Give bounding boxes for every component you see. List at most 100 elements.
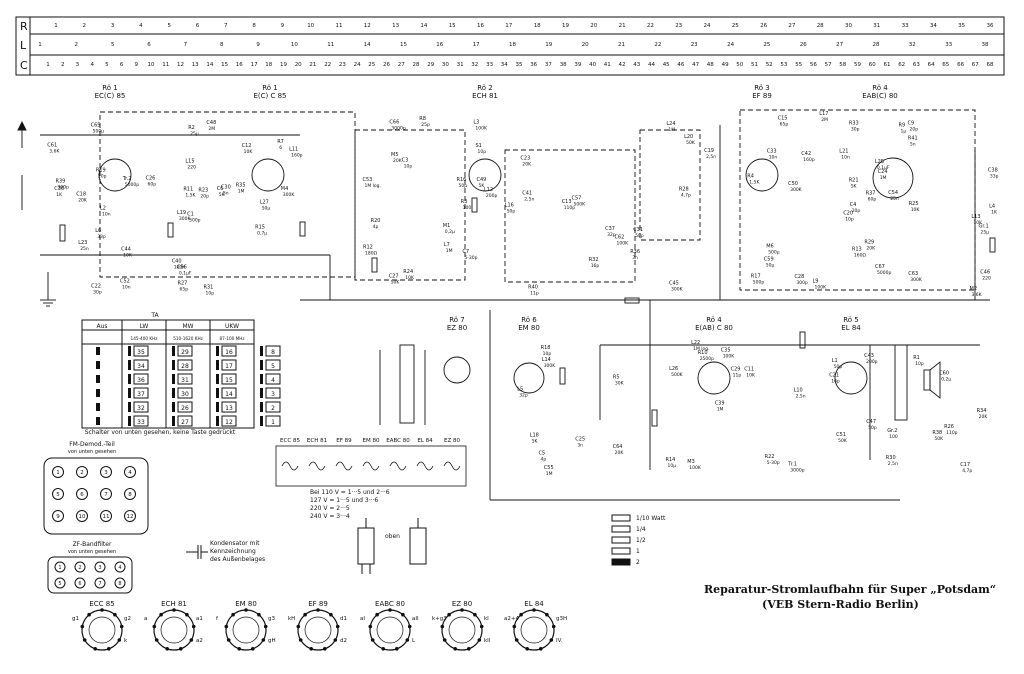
scale-l-number-15: 20: [582, 42, 589, 48]
socket-pin-label: g3: [268, 616, 275, 622]
component-designator: L25: [875, 159, 884, 165]
tube-socket-pin: [316, 608, 320, 612]
switch-contact-cell: [177, 345, 193, 357]
component-designator: R27: [178, 280, 188, 286]
resistor-r13: [624, 297, 640, 304]
component-designator: C17: [960, 462, 970, 468]
component-value: 50K: [838, 438, 848, 444]
switch-contact-marker: [260, 360, 263, 370]
zf-band-pin: [54, 577, 66, 589]
component-designator: R20: [371, 218, 381, 224]
scale-c-number-15: 18: [265, 62, 272, 68]
fm-demod-pin: [52, 488, 64, 500]
wattage-resistor-symbol: [611, 525, 631, 533]
tube-socket-pin: [407, 624, 412, 629]
resistor-r8: [471, 197, 478, 213]
tube-eabc80-af: [697, 361, 731, 395]
component-value: 100K: [475, 126, 488, 132]
switch-contact-cell: [221, 345, 237, 357]
voltage-selector-line: 220 V = 2···5: [310, 505, 350, 512]
socket-pin-label: a2: [196, 638, 203, 644]
component-designator: Gr.2: [887, 428, 897, 434]
tube-4b-type: E(AB) C 80: [695, 324, 733, 332]
scale-c-number-64: 68: [987, 62, 994, 68]
component-value: 4,7p: [681, 193, 691, 199]
socket-pin-label: L: [412, 638, 416, 644]
resistor-r17: [651, 409, 658, 427]
tube-socket-pin: [257, 612, 261, 617]
tube-socket-pin: [551, 624, 556, 629]
switch-contact-cell: [221, 415, 237, 427]
if-filter-frame-1: [504, 149, 636, 283]
filament-tube-label: EF 89: [336, 438, 352, 444]
tuner-shield-frame: [99, 111, 356, 278]
switch-contact-cell: [265, 415, 281, 427]
component-designator: L7: [444, 242, 450, 248]
scale-c-number-3: 4: [90, 62, 94, 68]
component-value: 50K: [391, 280, 401, 286]
fm-demod-pin-number: 9: [56, 514, 60, 520]
component-value: 3,6K: [49, 148, 60, 154]
component-designator: C36: [54, 186, 64, 192]
component-value: 10K: [405, 275, 415, 281]
tube-3-type: EF 89: [752, 92, 772, 100]
fm-demod-pin: [52, 466, 64, 478]
scale-c-number-2: 3: [76, 62, 80, 68]
tube-socket-pin: [117, 638, 122, 642]
scale-r-number-0: 1: [54, 23, 58, 29]
tube-socket-pin: [100, 608, 104, 612]
fm-demod-pin: [76, 488, 88, 500]
switch-contact-bar: [96, 417, 100, 425]
component-designator: C37: [605, 226, 615, 232]
component-value: 10n: [102, 212, 111, 218]
component-value: 65p: [780, 122, 789, 128]
component-designator: L14: [542, 357, 551, 363]
component-value: 3n: [577, 443, 583, 449]
tube-el84: [834, 361, 868, 395]
component-designator: C23: [520, 156, 530, 162]
component-designator: C4: [850, 202, 857, 208]
component-designator: C20: [843, 211, 853, 217]
component-value: 0,1µF: [877, 165, 890, 171]
component-value: 32p: [519, 393, 528, 399]
scale-c-number-27: 30: [442, 62, 449, 68]
scale-row-label-l: L: [20, 39, 27, 52]
filament-heater-symbol: [362, 461, 380, 471]
title-line-1: Reparatur-Stromlaufbahn für Super „Potsd…: [704, 583, 997, 596]
component-value: 100K: [174, 265, 187, 271]
tube-socket-pin: [224, 624, 229, 629]
component-value: 25µ: [190, 131, 199, 137]
component-value: 50µ: [262, 206, 271, 212]
scale-c-number-13: 16: [236, 62, 243, 68]
component-value: 4p: [541, 456, 547, 462]
component-designator: C60: [939, 370, 949, 376]
tube-socket-pin: [539, 647, 543, 651]
switch-contact-number: 16: [225, 349, 233, 356]
tube-6-type: EM 80: [518, 324, 540, 332]
scale-c-number-38: 41: [604, 62, 611, 68]
scale-c-number-0: 1: [46, 62, 50, 68]
component-value: 1M: [880, 175, 887, 181]
mixer-shield-frame: [354, 129, 466, 281]
component-designator: L5: [517, 387, 523, 393]
component-designator: R16: [457, 177, 467, 183]
filament-tube-label: ECH 81: [307, 438, 327, 444]
tube-4b-ref: Rö 4: [706, 316, 722, 324]
component-designator: C9: [908, 121, 915, 127]
component-designator: L11: [289, 146, 298, 152]
component-value: 20K: [522, 162, 532, 168]
resistor-r11: [559, 367, 566, 385]
condenser-symbol: [186, 545, 208, 559]
component-value: 100K: [815, 285, 828, 291]
switch-table-frame: [81, 319, 255, 429]
title-line-2: (VEB Stern-Radio Berlin): [762, 598, 919, 611]
component-value: 160Ω: [854, 252, 867, 258]
component-designator: C25: [575, 437, 585, 443]
component-designator: L20: [684, 134, 693, 140]
component-value: 10K: [911, 207, 921, 213]
tube-socket-pin: [401, 612, 405, 617]
scale-r-number-24: 25: [732, 23, 739, 29]
scale-l-number-6: 9: [256, 42, 260, 48]
